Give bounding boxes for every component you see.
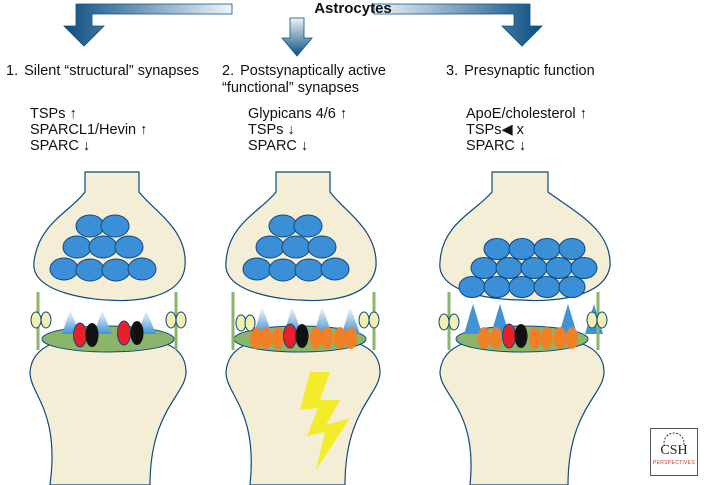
postsynaptic-spine xyxy=(225,335,381,485)
synapse-functional xyxy=(225,171,381,485)
molecule-line: ApoE/cholesterol ↑ xyxy=(466,106,587,122)
csh-perspectives-logo: CSH PERSPECTIVES xyxy=(650,428,698,476)
adhesion-molecule-left xyxy=(30,292,52,350)
stage-1-number: 1. xyxy=(6,63,19,79)
vesicle-cluster xyxy=(49,214,157,282)
stage-2-molecules: Glypicans 4/6 ↑ TSPs ↓ SPARC ↓ xyxy=(248,106,347,154)
molecule-line: TSPs◀ x xyxy=(466,122,524,138)
postsynaptic-spine xyxy=(29,335,187,485)
adhesion-molecule-right xyxy=(358,292,380,350)
postsynaptic-spine xyxy=(439,335,605,485)
stage-3-label: 3. Presynaptic function xyxy=(446,63,646,80)
stage-2-label: 2.Postsynaptically active “functional” s… xyxy=(222,63,402,97)
stage-3-text: Presynaptic function xyxy=(464,63,595,79)
synapse-silent-structural xyxy=(29,171,187,485)
arrow-to-stage-2 xyxy=(281,17,313,57)
molecule-line: SPARC ↓ xyxy=(248,138,309,154)
receptors xyxy=(478,323,578,349)
synapse-presynaptic-function xyxy=(438,171,611,485)
molecule-line: SPARC ↓ xyxy=(30,138,91,154)
receptors xyxy=(250,323,357,349)
stage-1-text: Silent “structural” synapses xyxy=(24,63,199,79)
stage-3-molecules: ApoE/cholesterol ↑ TSPs◀ x SPARC ↓ xyxy=(466,106,587,154)
receptors xyxy=(73,320,144,348)
molecule-line: TSPs ↓ xyxy=(248,122,295,138)
stage-1-molecules: TSPs ↑ SPARCL1/Hevin ↑ SPARC ↓ xyxy=(30,106,147,154)
dna-helix-icon xyxy=(663,432,685,446)
arrow-to-stage-1 xyxy=(63,3,233,47)
molecule-line: SPARC ↓ xyxy=(466,138,527,154)
stage-2-text: Postsynaptically active “functional” syn… xyxy=(222,63,386,96)
vesicle-cluster xyxy=(458,238,598,298)
vesicle-cluster xyxy=(242,214,350,282)
diagram-title: Astrocytes xyxy=(314,0,392,17)
adhesion-molecule-right xyxy=(586,292,608,350)
molecule-line: Glypicans 4/6 ↑ xyxy=(248,106,348,122)
adhesion-molecule-left xyxy=(231,292,256,350)
molecule-line: SPARCL1/Hevin ↑ xyxy=(30,122,148,138)
stage-1-label: 1. Silent “structural” synapses xyxy=(6,63,226,80)
stage-3-number: 3. xyxy=(446,63,459,79)
adhesion-molecule-left xyxy=(438,292,460,350)
molecule-line: TSPs ↑ xyxy=(30,106,77,122)
stage-2-number: 2. xyxy=(222,63,235,79)
logo-sub-text: PERSPECTIVES xyxy=(653,460,695,466)
arrow-to-stage-3 xyxy=(373,3,543,47)
logo-main-text: CSH xyxy=(660,443,688,458)
action-potential-spike-icon xyxy=(300,372,350,470)
adhesion-molecule-right xyxy=(165,292,187,350)
